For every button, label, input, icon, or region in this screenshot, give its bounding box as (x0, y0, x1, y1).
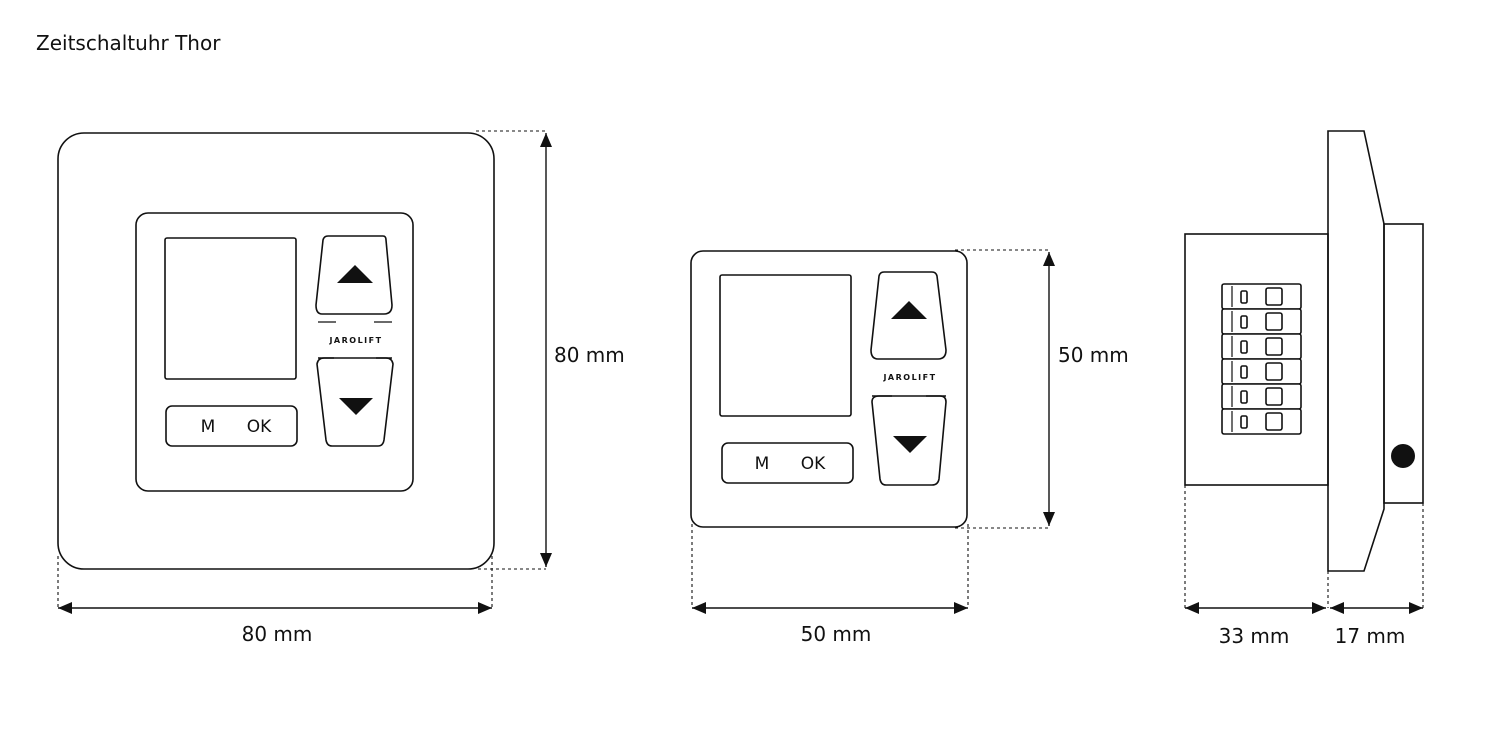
terminal-lever-icon (1240, 415, 1248, 429)
dimension-arrowhead (1409, 602, 1423, 614)
menu-button-bar (165, 405, 298, 447)
down-key (316, 357, 394, 447)
dimension-arrowhead (1312, 602, 1326, 614)
terminal-block (1221, 283, 1302, 435)
height-dimension-label: 50 mm (1058, 343, 1129, 367)
up-key (315, 235, 393, 315)
front-view-small: M OK JAROLIFT 50 mm 50 mm (690, 249, 1129, 646)
dimension-arrowhead (478, 602, 492, 614)
front-depth-label: 17 mm (1335, 624, 1406, 648)
m-button-label: M (201, 417, 216, 437)
ok-button-label: OK (247, 417, 272, 437)
down-arrow-icon (339, 398, 373, 415)
front-view-large: M OK JAROLIFT 80 mm 80 mm (57, 130, 625, 646)
terminal-body (1221, 358, 1302, 385)
dimension-arrowhead (58, 602, 72, 614)
terminal-body (1221, 333, 1302, 360)
wire-entry-icon (1265, 412, 1283, 431)
wire-entry-icon (1265, 387, 1283, 406)
terminal-clamp (1221, 358, 1302, 385)
dimension-arrowhead (1043, 252, 1055, 266)
wire-entry-icon (1265, 362, 1283, 381)
terminal-lever-icon (1240, 390, 1248, 404)
terminal-lever-icon (1240, 315, 1248, 329)
height-dimension-label: 80 mm (554, 343, 625, 367)
terminal-body (1221, 408, 1302, 435)
display-screen (719, 274, 852, 417)
down-arrow-icon (893, 436, 927, 453)
terminal-body (1221, 283, 1302, 310)
terminal-clamp (1221, 308, 1302, 335)
up-arrow-icon (337, 265, 373, 283)
terminal-clamp (1221, 408, 1302, 435)
mounting-screw-icon (1391, 444, 1415, 468)
dimension-arrowhead (1185, 602, 1199, 614)
m-button-label: M (755, 454, 770, 474)
dimension-arrowhead (1330, 602, 1344, 614)
terminal-body (1221, 383, 1302, 410)
brand-logo-text: JAROLIFT (328, 336, 382, 345)
wire-entry-icon (1265, 287, 1283, 306)
menu-button-bar (721, 442, 854, 484)
terminal-lever-icon (1240, 290, 1248, 304)
terminal-clamp (1221, 383, 1302, 410)
side-view: 33 mm 17 mm (1184, 130, 1424, 648)
up-arrow-icon (891, 301, 927, 319)
terminal-clamp (1221, 283, 1302, 310)
wire-entry-icon (1265, 312, 1283, 331)
terminal-lever-icon (1240, 365, 1248, 379)
width-dimension-label: 50 mm (801, 622, 872, 646)
wire-entry-icon (1265, 337, 1283, 356)
dimension-arrowhead (692, 602, 706, 614)
dimension-arrowhead (540, 553, 552, 567)
dimension-arrowhead (540, 133, 552, 147)
frame-profile (1327, 130, 1385, 572)
terminal-clamp (1221, 333, 1302, 360)
body-depth-label: 33 mm (1219, 624, 1290, 648)
dimension-arrowhead (1043, 512, 1055, 526)
terminal-body (1221, 308, 1302, 335)
frame-outline (57, 132, 495, 570)
width-dimension-label: 80 mm (242, 622, 313, 646)
dimension-arrowhead (954, 602, 968, 614)
display-screen (164, 237, 297, 380)
insert-outline (135, 212, 414, 492)
terminal-lever-icon (1240, 340, 1248, 354)
cover-profile (1383, 223, 1424, 504)
brand-logo-text: JAROLIFT (882, 373, 936, 382)
ok-button-label: OK (801, 454, 826, 474)
drawing-title: Zeitschaltuhr Thor (36, 31, 221, 55)
insert-outline (690, 250, 968, 528)
up-key (870, 271, 947, 360)
down-key (871, 395, 947, 486)
